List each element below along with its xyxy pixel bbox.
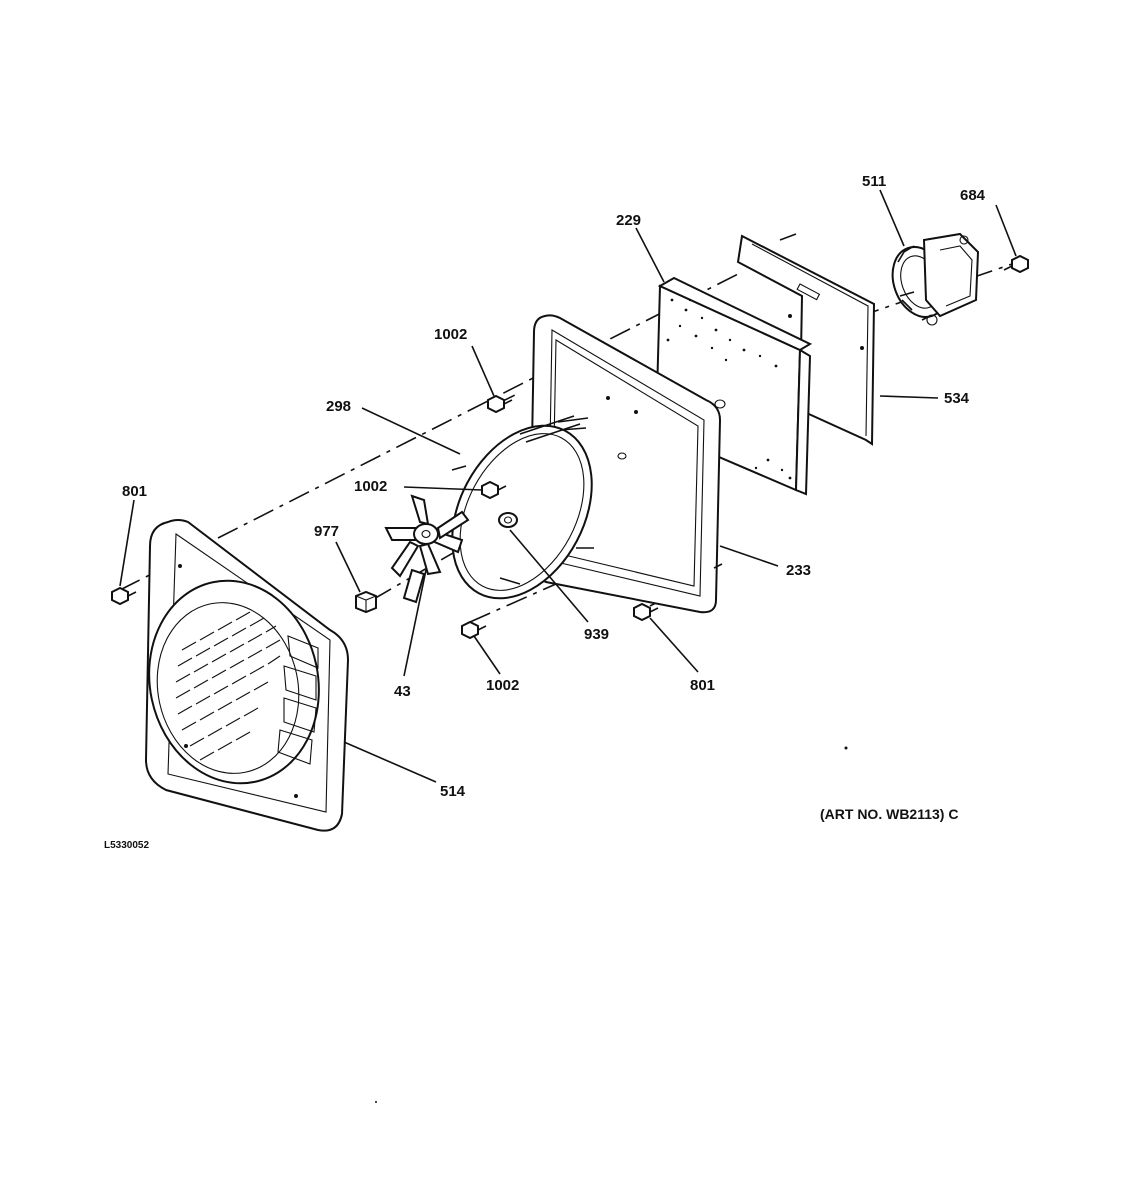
art-number: (ART NO. WB2113) C [820, 806, 958, 822]
label-801-left: 801 [122, 483, 147, 500]
label-1002-top: 1002 [434, 326, 467, 343]
label-534: 534 [944, 390, 970, 407]
label-1002-mid: 1002 [354, 478, 387, 495]
label-298: 298 [326, 398, 351, 415]
label-511: 511 [862, 173, 886, 190]
label-514: 514 [440, 783, 466, 800]
back-cover-534 [736, 233, 876, 446]
screw-684 [1003, 254, 1029, 274]
screw-801-left [111, 586, 137, 606]
heating-ring-298 [451, 415, 594, 600]
label-801-right: 801 [690, 677, 715, 694]
label-977: 977 [314, 523, 339, 540]
screw-1002-top [487, 394, 513, 414]
stray-dot-bottom [375, 1101, 377, 1103]
fan-blade-43 [384, 494, 470, 604]
label-684: 684 [960, 187, 986, 204]
fan-motor-511 [891, 232, 980, 326]
screw-1002-bottom [461, 620, 487, 640]
screw-1002-mid [481, 480, 507, 500]
leader-lines [119, 189, 1017, 783]
stray-dot [844, 746, 848, 750]
label-43: 43 [394, 683, 411, 700]
label-229: 229 [616, 212, 641, 229]
label-939: 939 [584, 626, 609, 643]
washer-939 [498, 512, 518, 528]
screw-801-right [633, 602, 659, 622]
label-233: 233 [786, 562, 811, 579]
drawing-code: L5330052 [104, 840, 149, 851]
front-cover-514 [144, 519, 350, 832]
callout-labels: 511 684 229 534 1002 298 1002 801 977 23… [122, 173, 986, 800]
nut-977 [355, 590, 377, 614]
label-1002-bottom: 1002 [486, 677, 519, 694]
